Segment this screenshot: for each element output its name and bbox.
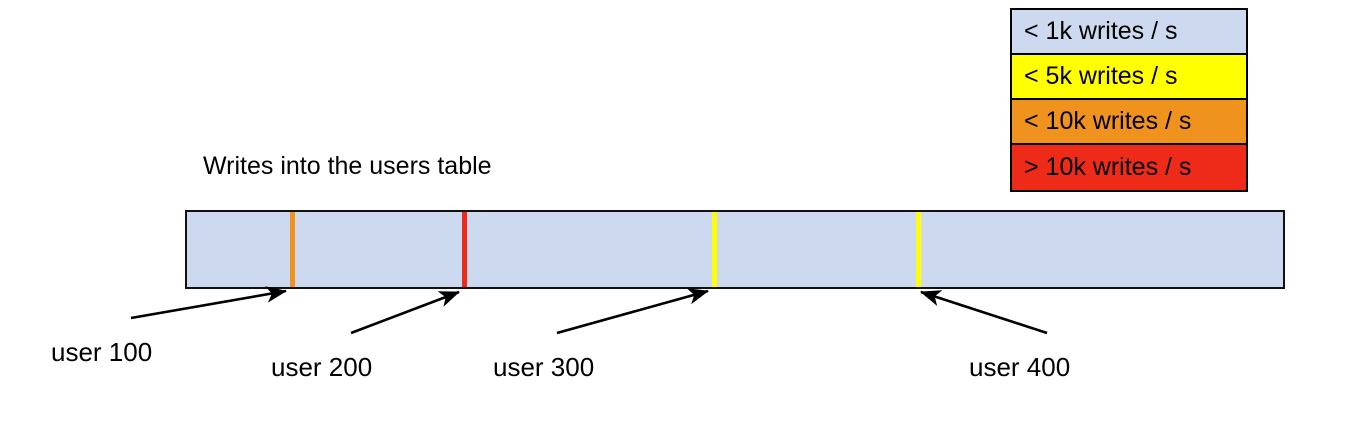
marker-user-400 (916, 212, 921, 287)
arrow-user-400 (920, 290, 1048, 335)
legend-label-under-1k: < 1k writes / s (1024, 17, 1178, 45)
legend-row-under-5k: < 5k writes / s (1012, 55, 1246, 100)
label-user-300: user 300 (493, 352, 595, 382)
chart-title: Writes into the users table (203, 152, 492, 180)
legend-label-under-5k: < 5k writes / s (1024, 62, 1178, 90)
legend-label-under-10k: < 10k writes / s (1024, 107, 1192, 135)
arrow-user-100 (130, 286, 288, 320)
legend-row-under-1k: < 1k writes / s (1012, 10, 1246, 55)
marker-user-200 (462, 212, 467, 287)
legend-row-under-10k: < 10k writes / s (1012, 100, 1246, 145)
arrow-user-200 (350, 290, 460, 335)
label-user-200: user 200 (271, 352, 373, 382)
legend-label-over-10k: > 10k writes / s (1024, 153, 1192, 181)
legend-row-over-10k: > 10k writes / s (1012, 145, 1246, 190)
users-table-bar (185, 210, 1285, 289)
label-user-400: user 400 (969, 352, 1071, 382)
marker-user-100 (290, 212, 295, 287)
legend: < 1k writes / s < 5k writes / s < 10k wr… (1010, 8, 1248, 192)
marker-user-300 (712, 212, 717, 287)
label-user-100: user 100 (51, 337, 153, 367)
arrow-user-300 (556, 288, 710, 335)
